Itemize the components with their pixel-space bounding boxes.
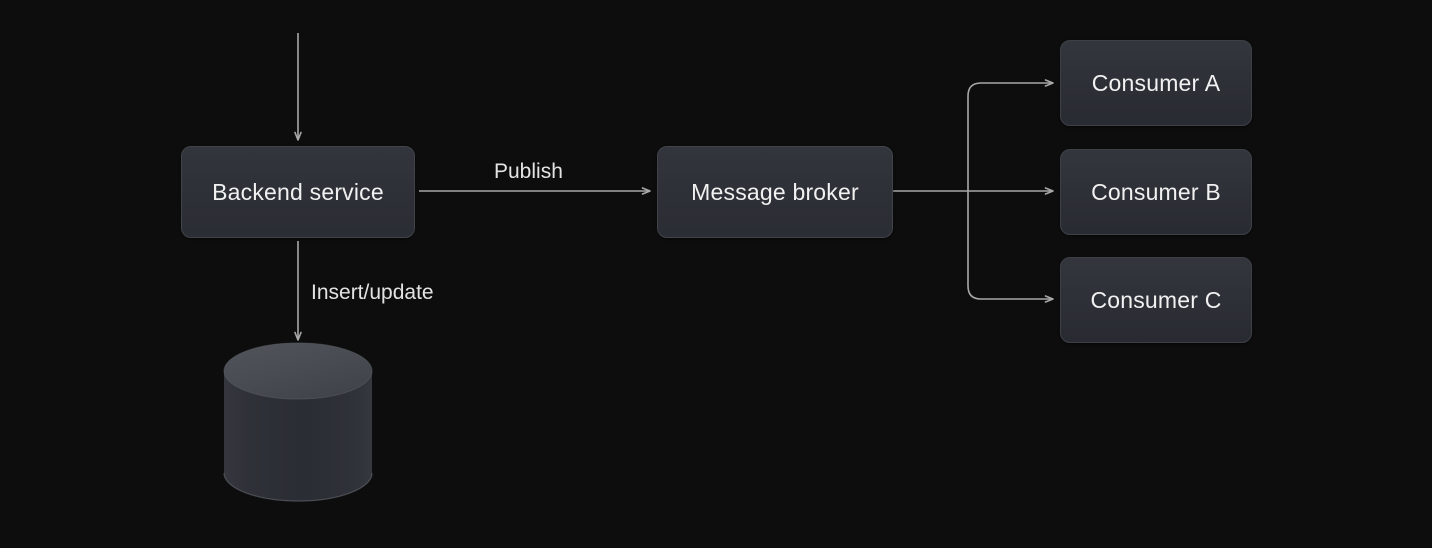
node-consumer-c[interactable]: Consumer C (1060, 257, 1252, 343)
node-message-broker-label: Message broker (691, 178, 859, 205)
node-consumer-a-label: Consumer A (1091, 69, 1221, 96)
edge-label-publish: Publish (494, 160, 563, 183)
node-backend-service-label: Backend service (212, 178, 384, 205)
edge-fanout-to-consumer-a (967, 79, 1054, 191)
node-backend-service[interactable]: Backend service (181, 146, 415, 238)
edge-fanout-to-consumer-c (967, 191, 1054, 303)
edge-label-insert-update: Insert/update (311, 281, 434, 304)
node-consumer-c-label: Consumer C (1090, 286, 1222, 313)
node-message-broker[interactable]: Message broker (657, 146, 893, 238)
node-consumer-b-label: Consumer B (1091, 178, 1221, 205)
database-cylinder (223, 342, 373, 502)
node-consumer-a[interactable]: Consumer A (1060, 40, 1252, 126)
node-consumer-b[interactable]: Consumer B (1060, 149, 1252, 235)
